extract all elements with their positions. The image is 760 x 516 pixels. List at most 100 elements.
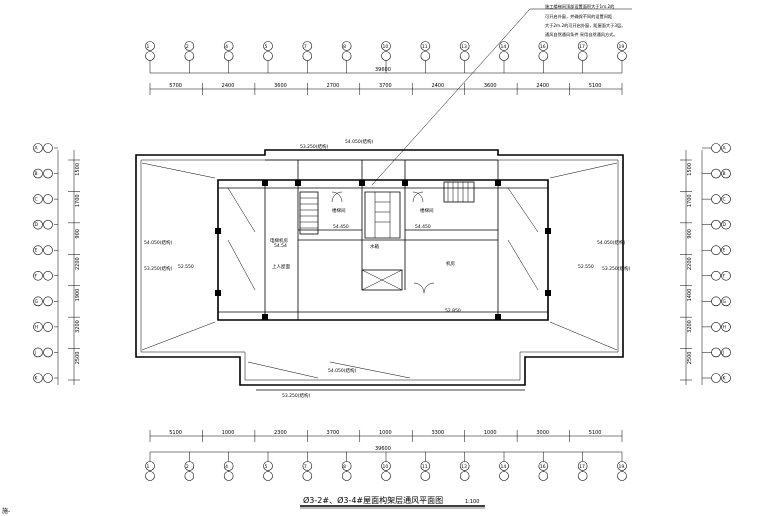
top-dim-label: 5700 — [169, 83, 182, 89]
elev-bottom-b: 53.250(结构) — [282, 392, 311, 399]
top-grid-bubble — [459, 51, 470, 61]
left-dim-label: 3200 — [75, 320, 81, 333]
top-grid-bubble-label: 8 — [343, 44, 346, 50]
top-grid-bubble — [302, 51, 313, 61]
right-grid-bubble — [711, 322, 721, 332]
bottom-grid-bubble — [223, 461, 234, 471]
elev-right-inner: 53.250(结构) — [602, 265, 631, 272]
left-grid-bubble — [33, 373, 43, 383]
elev-right-floor: 52.550 — [578, 264, 594, 270]
elev-left-floor: 52.550 — [178, 264, 194, 270]
right-grid-bubble — [721, 168, 731, 179]
left-dim-label: 1900 — [75, 289, 81, 302]
bottom-grid-bubble-label: 13 — [461, 464, 467, 470]
bottom-grid-bubble-label: 11 — [422, 464, 428, 470]
left-grid-bubble — [43, 347, 53, 358]
right-grid-bubble — [721, 143, 731, 153]
top-grid-bubble-label: 2 — [186, 44, 189, 50]
bottom-grid-bubble — [538, 461, 549, 471]
building-core — [215, 159, 551, 321]
left-grid-bubble-label: C — [35, 197, 38, 203]
left-dim-label: 1700 — [75, 194, 81, 207]
right-dim-label: 1500 — [687, 163, 693, 176]
note-line-4: 通风自然通风条件 采用自然通风方式。 — [545, 31, 618, 38]
door-right — [412, 191, 424, 203]
top-grid-bubble — [341, 41, 352, 51]
top-grid-bubble — [420, 51, 431, 61]
top-grid-bubble-label: 10 — [383, 44, 389, 50]
drawing-scale: 1:100 — [465, 499, 479, 505]
left-grid-bubble-label: D — [35, 222, 39, 228]
top-grid-bubble — [499, 51, 509, 61]
elevator-pit — [361, 269, 403, 291]
right-dim-label: 3200 — [687, 320, 693, 333]
left-grid-bubble — [43, 322, 53, 332]
right-grid-bubble-label: A — [723, 146, 727, 152]
bottom-grid-bubble-label: 19 — [619, 464, 625, 470]
top-dim-label: 3600 — [274, 83, 287, 89]
room-machine: 电梯机房 — [270, 237, 288, 244]
bottom-grid-bubble — [341, 471, 352, 481]
bottom-dim-label: 3300 — [431, 430, 444, 436]
elevation-labels: 53.250(结构) 54.050(结构) 54.050(结构) 53.250(… — [144, 138, 631, 399]
right-grid-bubble — [711, 168, 721, 179]
sheet-corner-label: 施- — [2, 508, 11, 515]
top-grid-bubble-label: 17 — [579, 44, 585, 50]
right-grid-bubble — [721, 296, 731, 307]
room-roof: 上人屋面 — [272, 263, 290, 270]
top-grid-bubble — [577, 41, 588, 51]
left-grid-bubble — [43, 373, 53, 383]
bottom-dim-label: 3000 — [536, 430, 549, 436]
top-grid-bubble-label: 4 — [225, 44, 228, 50]
left-grid-bubble — [43, 143, 53, 153]
right-grid-bubble — [711, 245, 721, 256]
drawing-title-block: Ø3-2#、Ø3-4#屋面构架层通风平面图 1:100 — [300, 495, 485, 509]
right-dim-label: 1400 — [687, 289, 693, 302]
right-grid-bubble-label: B — [723, 171, 726, 177]
bottom-grid-bubble — [381, 471, 391, 481]
left-grid-bubble-label: K — [35, 376, 39, 382]
bottom-grid-bubble — [184, 461, 195, 471]
bottom-grid-bubble — [577, 471, 588, 481]
top-dim-label: 2700 — [327, 83, 340, 89]
bottom-dim-label: 3700 — [327, 430, 340, 436]
roof-outline — [135, 149, 624, 391]
right-grid-bubble-label: D — [723, 222, 727, 228]
right-grid-bubble — [721, 245, 731, 256]
left-grid-bubble — [43, 168, 53, 179]
design-note: 施工楼梯间顶部设置面积大于1m.2的 可开启外窗，并确保不同的设置间距 大于2m… — [371, 3, 632, 186]
bottom-grid-bubble-label: 14 — [501, 464, 507, 470]
bottom-grid-bubble — [145, 471, 155, 481]
top-grid-bubble — [577, 51, 588, 61]
bottom-dim-label: 1000 — [379, 430, 392, 436]
left-grid-bubble-label: E — [35, 248, 38, 254]
right-grid-bubble-label: F — [723, 273, 726, 279]
top-grid-bubble-label: 1 — [147, 44, 150, 50]
bottom-dim-label: 5100 — [589, 430, 602, 436]
left-grid-bubble — [33, 168, 43, 179]
bottom-grid-bubble — [577, 461, 588, 471]
right-grid-bubble-label: H — [723, 324, 726, 330]
top-grid-bubble-label: 7 — [304, 44, 307, 50]
left-grid-bubble — [33, 219, 43, 230]
left-grid-bubble — [43, 245, 53, 256]
right-grid-bubble — [711, 194, 721, 204]
bottom-grid-bubble — [499, 461, 509, 471]
top-dim-label: 5100 — [589, 83, 602, 89]
left-grid-bubble-label: A — [35, 146, 39, 152]
note-line-2: 可开启外窗，并确保不同的设置间距 — [545, 13, 612, 20]
door-left — [331, 191, 343, 203]
top-grid-bubble — [184, 51, 195, 61]
top-grid-bubble — [499, 41, 509, 51]
bottom-grid-bubble — [184, 471, 195, 481]
bottom-grid-bubble-label: 16 — [540, 464, 546, 470]
note-line-1: 施工楼梯间顶部设置面积大于1m.2的 — [545, 3, 614, 10]
right-dim-label: 1700 — [687, 194, 693, 207]
top-grid-bubble-label: 14 — [501, 44, 507, 50]
room-hall: 机房 — [446, 260, 455, 267]
bottom-grid-bubble — [420, 471, 431, 481]
bottom-grid-bubble-label: 5 — [265, 464, 268, 470]
